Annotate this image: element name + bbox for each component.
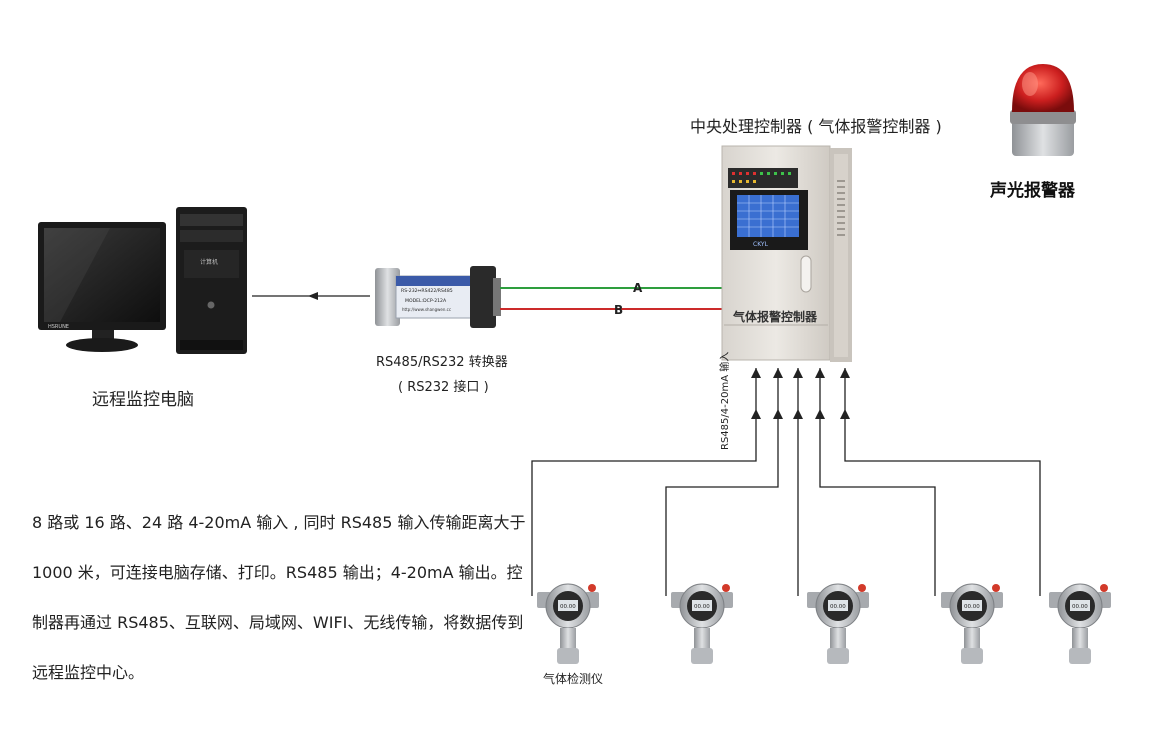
description-line: 8 路或 16 路、24 路 4-20mA 输入 , 同时 RS485 输入传输…	[32, 513, 526, 532]
detector-label: 气体检测仪	[543, 672, 604, 686]
detector-display-text: 00.00	[560, 604, 576, 610]
gas-detector: 00.00	[1049, 583, 1111, 664]
wiring-arrows	[751, 368, 850, 419]
gas-detector: 00.00	[671, 583, 733, 664]
converter-port-label: ( RS232 接口 )	[398, 380, 489, 395]
detector-display-text: 00.00	[830, 604, 846, 610]
gas-detector: 00.00	[537, 583, 599, 664]
wire-a-label: A	[633, 281, 643, 295]
gas-detector: 00.00	[807, 583, 869, 664]
wire-b-label: B	[614, 303, 624, 317]
converter-text-1: RS-232⇔RS422/RS485	[401, 288, 453, 294]
detector-display-text: 00.00	[1072, 604, 1088, 610]
description-line: 远程监控中心。	[32, 663, 145, 682]
central-controller-label: 中央处理控制器 ( 气体报警控制器 )	[690, 117, 942, 136]
controller-logo-text: CKYL	[753, 241, 769, 248]
alarm-label: 声光报警器	[990, 181, 1075, 201]
converter-name-label: RS485/RS232 转换器	[376, 355, 508, 370]
controller-panel-label: 气体报警控制器	[733, 310, 818, 324]
controller-cabinet: CKYL	[721, 145, 852, 362]
pc-tower: 计算机	[176, 207, 247, 354]
description-text: 8 路或 16 路、24 路 4-20mA 输入 , 同时 RS485 输入传输…	[32, 513, 526, 713]
converter-device: RS-232⇔RS422/RS485 MODEL:DCP-212A http:/…	[375, 266, 501, 328]
description-line: 制器再通过 RS485、互联网、局域网、WIFI、无线传输，将数据传到	[32, 613, 524, 632]
pc-monitor: HSRUNE	[38, 222, 166, 352]
detector-display-text: 00.00	[694, 604, 710, 610]
detector-wiring	[531, 368, 1041, 596]
gas-detector: 00.00	[941, 583, 1003, 664]
detector-display-text: 00.00	[964, 604, 980, 610]
tower-label-text: 计算机	[200, 258, 218, 266]
converter-text-2: MODEL:DCP-212A	[405, 298, 447, 304]
description-line: 1000 米，可连接电脑存储、打印。RS485 输出；4-20mA 输出。控	[32, 563, 523, 582]
connection-converter-to-pc	[252, 292, 370, 300]
gas-detectors: 00.00 00.00 00.00 00.00 00.00	[537, 583, 1111, 664]
alarm-beacon	[1010, 64, 1076, 156]
converter-text-3: http://www.shangwen.cc	[402, 307, 451, 312]
remote-pc-label: 远程监控电脑	[92, 390, 194, 410]
monitor-brand-text: HSRUNE	[48, 324, 69, 330]
input-type-label: RS485/4-20mA 输入	[720, 351, 731, 450]
